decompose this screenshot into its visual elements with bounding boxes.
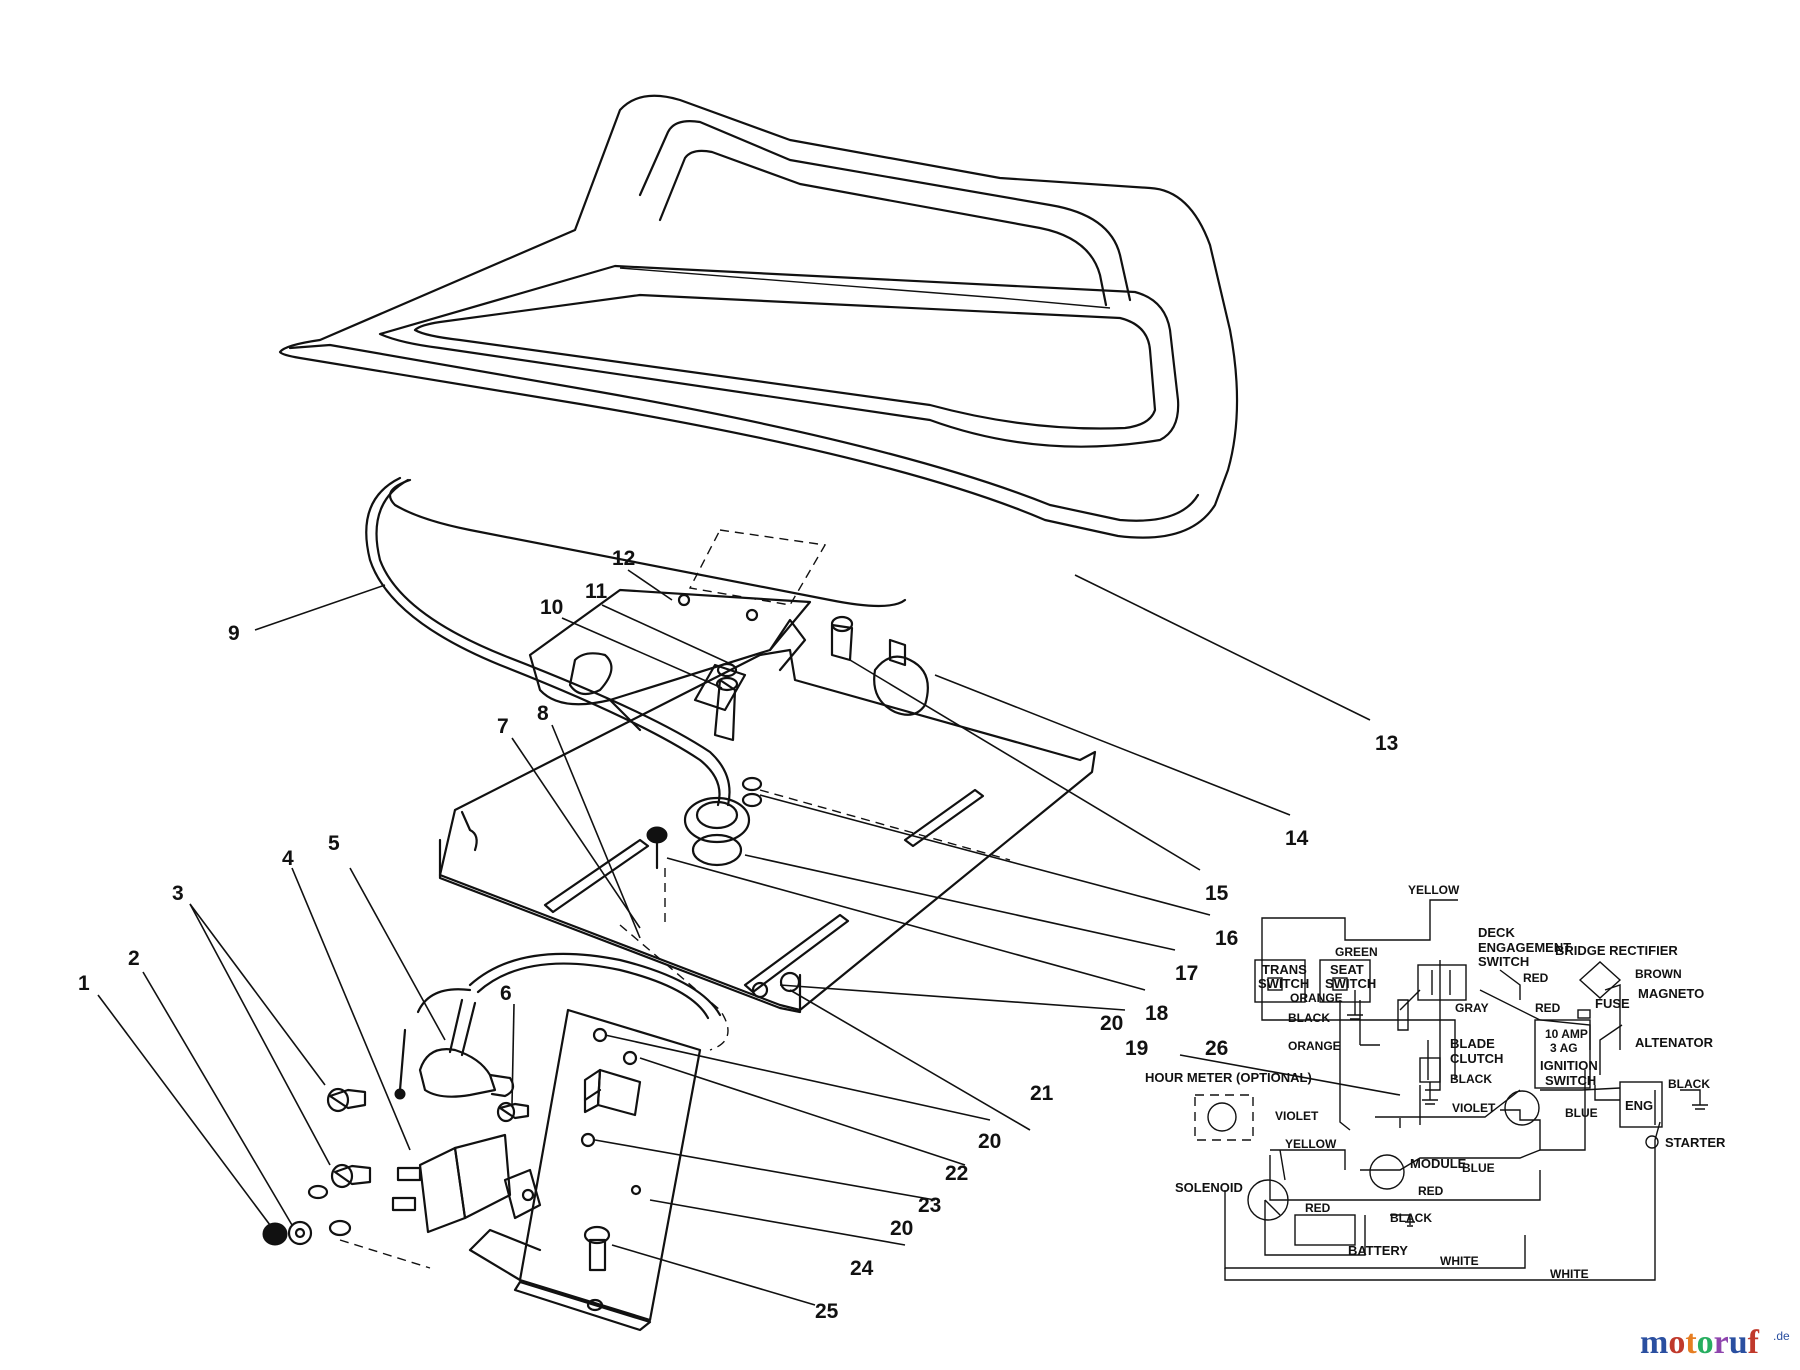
callout: 21 (1030, 1082, 1054, 1105)
callout: 13 (1375, 732, 1398, 755)
schematic-label: IGNITION (1540, 1058, 1598, 1073)
rivet-pin (646, 826, 668, 870)
seat-bumper (873, 638, 929, 716)
schematic-label: FUSE (1595, 996, 1630, 1011)
schematic-label: GRAY (1455, 1001, 1489, 1015)
schematic-label: 3 AG (1550, 1041, 1578, 1055)
schematic-label: WHITE (1440, 1254, 1479, 1268)
schematic-label: WHITE (1550, 1267, 1589, 1281)
seat-switch-harness (394, 952, 722, 1100)
screws (326, 1087, 611, 1272)
schematic-label: BLACK (1450, 1072, 1492, 1086)
schematic-label: BLACK (1668, 1077, 1710, 1091)
nut-washer (262, 1184, 352, 1246)
hinge-bolts (713, 615, 854, 808)
callout: 11 (585, 580, 608, 603)
callout: 5 (328, 832, 340, 855)
schematic-label: SOLENOID (1175, 1180, 1243, 1195)
schematic-label: YELLOW (1408, 883, 1460, 897)
callout: 7 (497, 715, 509, 738)
callout: 15 (1205, 882, 1229, 905)
callout: 23 (918, 1194, 941, 1217)
seat-switch-cable (365, 476, 731, 807)
callout: 17 (1175, 962, 1198, 985)
callout: 26 (1205, 1037, 1228, 1060)
callout: 20 (978, 1130, 1001, 1153)
switch-mounting-plate (468, 1008, 702, 1332)
schematic-label: CLUTCH (1450, 1051, 1503, 1066)
schematic-label: BROWN (1635, 967, 1682, 981)
part-callouts: 1 2 3 4 5 6 7 8 9 10 11 12 13 14 15 16 1… (78, 547, 1398, 1323)
seat-hinge-bracket (528, 529, 827, 732)
callout: 2 (128, 947, 140, 970)
schematic-label: ENGAGEMENT (1478, 940, 1571, 955)
callout: 9 (228, 622, 240, 645)
schematic-label: SWITCH (1545, 1073, 1596, 1088)
seat-switch-body (418, 998, 515, 1098)
schematic-label: BLUE (1565, 1106, 1598, 1120)
callout: 18 (1145, 1002, 1169, 1025)
callout: 20 (890, 1217, 913, 1240)
schematic-label: 10 AMP (1545, 1027, 1588, 1041)
schematic-label: MODULE (1410, 1156, 1467, 1171)
schematic-label: RED (1305, 1201, 1331, 1215)
schematic-label: RED (1535, 1001, 1561, 1015)
callout: 24 (850, 1257, 874, 1280)
callout: 20 (1100, 1012, 1123, 1035)
callout: 19 (1125, 1037, 1148, 1060)
watermark-tld: .de (1773, 1329, 1790, 1343)
callout: 6 (500, 982, 512, 1005)
schematic-label: BLACK (1288, 1011, 1330, 1025)
schematic-label: RED (1523, 971, 1549, 985)
schematic-label: ORANGE (1290, 991, 1343, 1005)
watermark-logo: motoruf .de (1640, 1324, 1790, 1361)
schematic-label: BLACK (1390, 1211, 1432, 1225)
schematic-label: BLUE (1462, 1161, 1495, 1175)
schematic-label: DECK (1478, 925, 1515, 940)
callout: 10 (540, 596, 563, 619)
schematic-label: TRANS (1262, 962, 1307, 977)
schematic-label: VIOLET (1452, 1101, 1496, 1115)
callout: 8 (537, 702, 549, 725)
ignition-switch-part (391, 1133, 542, 1234)
callout: 16 (1215, 927, 1238, 950)
schematic-label: RED (1418, 1184, 1444, 1198)
watermark-brand: motoruf (1640, 1324, 1760, 1361)
schematic-label: BRIDGE RECTIFIER (1555, 943, 1678, 958)
schematic-label: ALTENATOR (1635, 1035, 1714, 1050)
leader-lines (97, 569, 1401, 1306)
wiring-schematic: YELLOW GREEN DECK ENGAGEMENT SWITCH TRAN… (1145, 883, 1726, 1281)
schematic-label: VIOLET (1275, 1109, 1319, 1123)
callout: 3 (172, 882, 184, 905)
callout: 22 (945, 1162, 968, 1185)
schematic-label: BATTERY (1348, 1243, 1408, 1258)
schematic-label: BLADE (1450, 1036, 1495, 1051)
schematic-label: YELLOW (1285, 1137, 1337, 1151)
interlock-switch (583, 1068, 642, 1117)
schematic-label: STARTER (1665, 1135, 1726, 1150)
schematic-label: MAGNETO (1638, 986, 1704, 1001)
schematic-label: SWITCH (1325, 976, 1376, 991)
callout: 25 (815, 1300, 839, 1323)
schematic-label: SWITCH (1478, 954, 1529, 969)
schematic-label: ENG (1625, 1098, 1653, 1113)
schematic-label: GREEN (1335, 945, 1378, 959)
grommet (683, 796, 751, 867)
schematic-label: SEAT (1330, 962, 1364, 977)
schematic-label: HOUR METER (OPTIONAL) (1145, 1070, 1312, 1085)
callout: 1 (78, 972, 90, 995)
callout: 4 (282, 847, 294, 870)
callout: 12 (612, 547, 635, 570)
schematic-label: SWITCH (1258, 976, 1309, 991)
seat (278, 94, 1239, 608)
callout: 14 (1285, 827, 1309, 850)
schematic-label: ORANGE (1288, 1039, 1341, 1053)
